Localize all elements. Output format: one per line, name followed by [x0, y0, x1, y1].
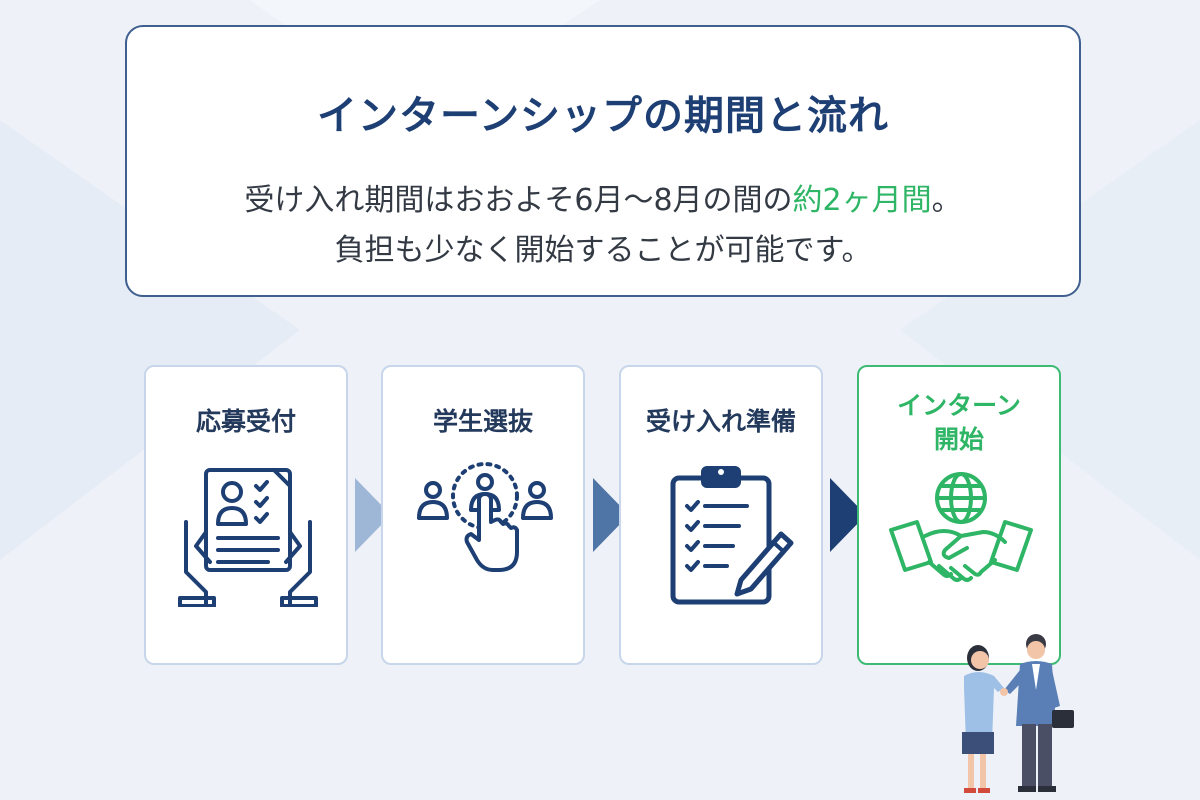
- arrow-right-icon: [593, 478, 629, 552]
- step-application: 応募受付: [144, 365, 348, 665]
- arrow-right-icon: [830, 478, 866, 552]
- burden-description: 負担も少なく開始することが可能です。: [334, 233, 872, 268]
- step-internship-start: インターン 開始: [857, 365, 1061, 665]
- step-label: 学生選抜: [432, 407, 533, 436]
- arrow-right-icon: [355, 478, 391, 552]
- business-handshake-illustration: [940, 628, 1090, 800]
- step-preparation: 受け入れ準備: [619, 365, 823, 665]
- clipboard-checklist-icon: [643, 462, 803, 607]
- info-box: インターンシップの期間と流れ 受け入れ期間はおおよそ6月〜8月の間の約2ヶ月間。…: [125, 25, 1081, 297]
- period-description: 受け入れ期間はおおよそ6月〜8月の間の約2ヶ月間。: [127, 175, 1079, 219]
- step-label: 受け入れ準備: [645, 407, 796, 436]
- period-highlight: 約2ヶ月間: [792, 183, 932, 218]
- period-text: 受け入れ期間はおおよそ6月〜8月の間の: [244, 183, 793, 218]
- global-handshake-icon: [881, 462, 1041, 607]
- candidate-selection-icon: [405, 462, 565, 607]
- step-selection: 学生選抜: [381, 365, 585, 665]
- application-form-icon: [168, 462, 328, 607]
- step-label: インターン 開始: [897, 391, 1021, 454]
- step-label: 応募受付: [195, 407, 296, 436]
- page-title: インターンシップの期間と流れ: [317, 93, 889, 139]
- period-text-end: 。: [931, 183, 962, 218]
